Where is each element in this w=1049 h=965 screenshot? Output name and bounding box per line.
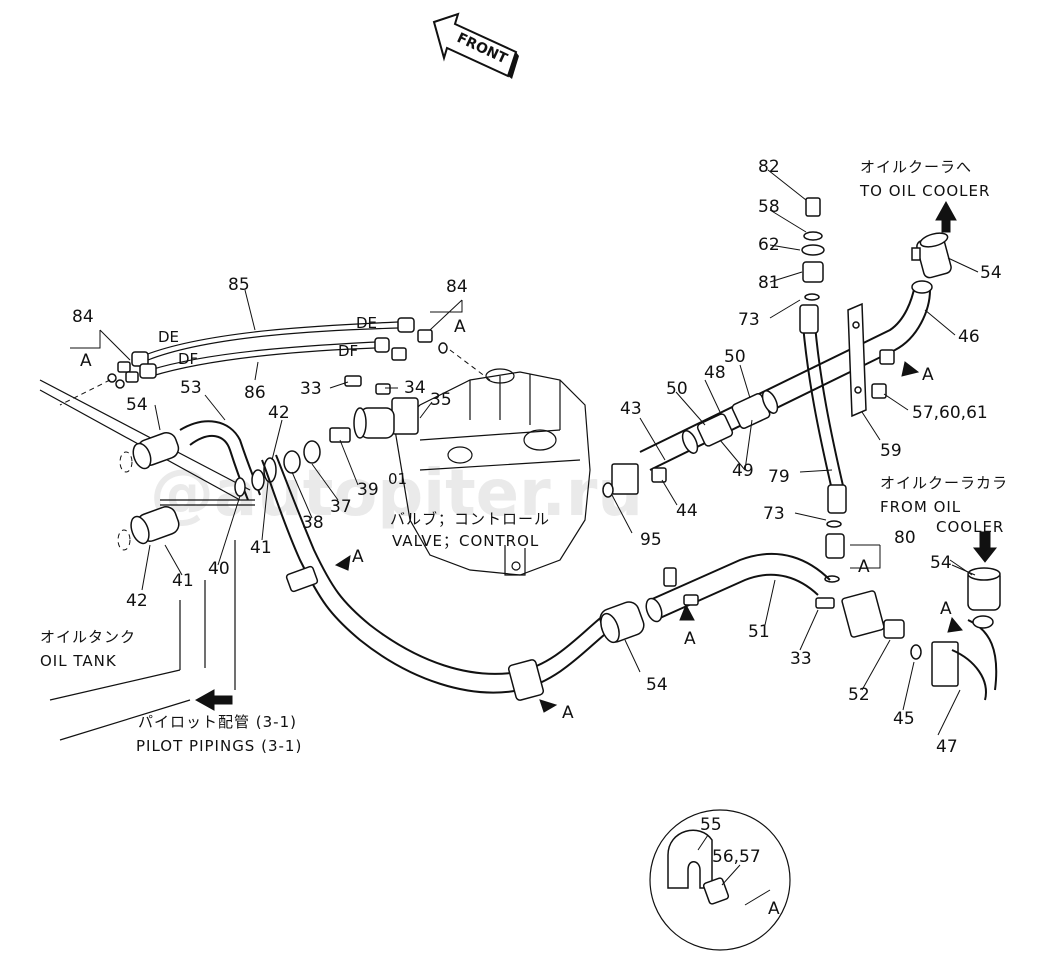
callout-59: 59 <box>880 441 902 461</box>
pilot-jp: パイロット配管 (3-1) <box>138 713 297 731</box>
callout-41-bottom: 41 <box>172 571 194 591</box>
callout-79: 79 <box>768 467 790 487</box>
marker-a-5: A <box>858 557 870 577</box>
tag-df-right: DF <box>338 342 358 360</box>
callout-95: 95 <box>640 530 662 550</box>
tag-df-left: DF <box>178 350 198 368</box>
callout-84-right: 84 <box>446 277 468 297</box>
callout-47: 47 <box>936 737 958 757</box>
callout-84-left: 84 <box>72 307 94 327</box>
tank-en: OIL TANK <box>40 652 117 670</box>
marker-a-4: A <box>352 547 364 567</box>
tag-de-right: DE <box>356 314 377 332</box>
callout-39: 39 <box>357 480 379 500</box>
marker-a-7: A <box>562 703 574 723</box>
callout-50-left: 50 <box>666 379 688 399</box>
callout-labels: 82 58 62 81 73 54 46 57,60,61 59 79 73 8… <box>72 157 1002 867</box>
callout-73-bottom: 73 <box>763 504 785 524</box>
section-a-markers <box>334 361 963 713</box>
callout-86: 86 <box>244 383 266 403</box>
callout-85: 85 <box>228 275 250 295</box>
callout-41-top: 41 <box>250 538 272 558</box>
marker-a-8: A <box>940 599 952 619</box>
callout-43: 43 <box>620 399 642 419</box>
to-cooler-jp: オイルクーラへ <box>860 158 972 176</box>
tank-jp: オイルタンク <box>40 628 136 646</box>
callout-54-left: 54 <box>126 395 148 415</box>
callout-50-right: 50 <box>724 347 746 367</box>
callout-38: 38 <box>302 513 324 533</box>
front-arrow-icon: FRONT <box>432 12 519 79</box>
callout-57-60-61: 57,60,61 <box>912 403 988 423</box>
callout-58: 58 <box>758 197 780 217</box>
text-annotations: オイルクーラへ TO OIL COOLER オイルクーラカラ FROM OIL … <box>40 158 1008 755</box>
callout-34: 34 <box>404 378 426 398</box>
hose-tags: DE DE DF DF <box>158 314 377 368</box>
callout-44: 44 <box>676 501 698 521</box>
callout-81: 81 <box>758 273 780 293</box>
callout-51: 51 <box>748 622 770 642</box>
pilot-hoses <box>59 317 491 406</box>
to-cooler-en: TO OIL COOLER <box>859 182 990 200</box>
marker-a-2: A <box>454 317 466 337</box>
oil-tank-area <box>39 379 265 741</box>
callout-42-bottom: 42 <box>126 591 148 611</box>
callout-49: 49 <box>732 461 754 481</box>
callout-45: 45 <box>893 709 915 729</box>
marker-a-6: A <box>684 629 696 649</box>
from-cooler-jp: オイルクーラカラ <box>880 474 1008 492</box>
callout-48: 48 <box>704 363 726 383</box>
callout-62: 62 <box>758 235 780 255</box>
callout-01: 01 <box>388 470 407 488</box>
callout-40: 40 <box>208 559 230 579</box>
valve-jp: バルブ；コントロール <box>390 510 550 528</box>
callout-82: 82 <box>758 157 780 177</box>
callout-35: 35 <box>430 390 452 410</box>
tag-de-left: DE <box>158 328 179 346</box>
callout-54-lower: 54 <box>646 675 668 695</box>
callout-53: 53 <box>180 378 202 398</box>
callout-55: 55 <box>700 815 722 835</box>
valve-en: VALVE；CONTROL <box>392 532 539 550</box>
callout-80: 80 <box>894 528 916 548</box>
callout-37: 37 <box>330 497 352 517</box>
callout-54-from-cooler: 54 <box>930 553 952 573</box>
from-cooler-en2: COOLER <box>936 518 1004 536</box>
callout-46: 46 <box>958 327 980 347</box>
return-pipe <box>261 454 1001 701</box>
cooler-return-hose <box>799 197 847 583</box>
callout-33-bottom: 33 <box>790 649 812 669</box>
callout-56-57: 56,57 <box>712 847 761 867</box>
cooler-supply-pipe <box>602 200 957 498</box>
control-valve <box>263 368 591 576</box>
watermark-text: @autopiter.ru <box>150 457 643 531</box>
callout-54-cooler: 54 <box>980 263 1002 283</box>
marker-a-1: A <box>80 351 92 371</box>
pilot-en: PILOT PIPINGS (3-1) <box>136 737 302 755</box>
marker-a-3: A <box>922 365 934 385</box>
callout-52: 52 <box>848 685 870 705</box>
callout-42-top: 42 <box>268 403 290 423</box>
marker-a-detail: A <box>768 899 780 919</box>
from-cooler-en1: FROM OIL <box>880 498 961 516</box>
leader-lines <box>70 169 979 906</box>
callout-73-top: 73 <box>738 310 760 330</box>
section-a-letters: A A A A A A A A A <box>80 317 952 919</box>
callout-33-top: 33 <box>300 379 322 399</box>
